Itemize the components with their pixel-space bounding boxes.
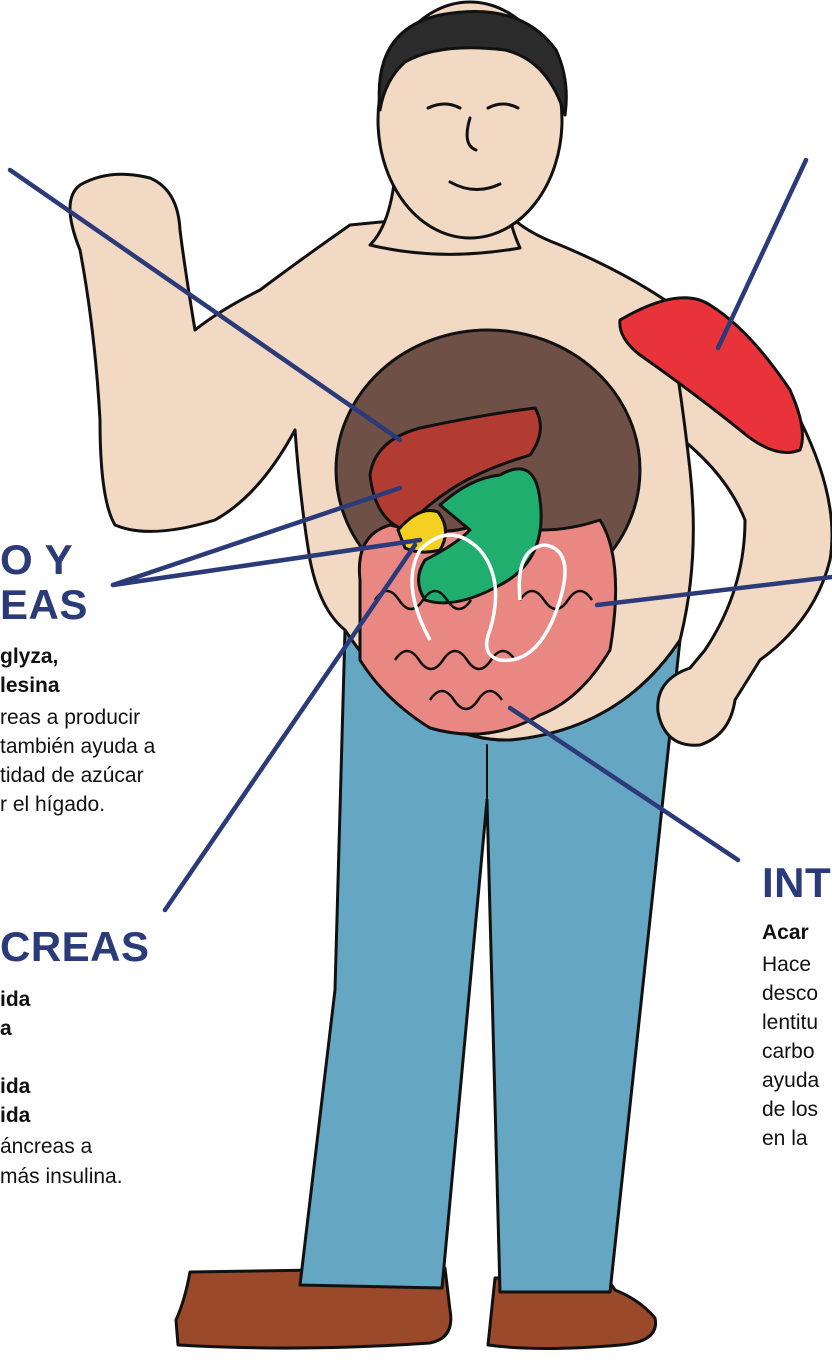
drug-name: Acar [762,918,809,947]
description-line: reas a producir [0,703,140,732]
description-line: más insulina. [0,1162,123,1191]
pointer-line-muscle [718,160,806,348]
description-line: ayuda [762,1066,819,1095]
drug-name: lesina [0,671,60,700]
description-line: también ayuda a [0,732,155,761]
drug-name: glyza, [0,642,58,671]
heading-liver-pancreas-line2: EAS [0,582,88,628]
description-line: r el hígado. [0,790,105,819]
description-line: desco [762,979,818,1008]
description-line: Hace [762,950,811,979]
description-line: áncreas a [0,1132,92,1161]
description-line: de los [762,1095,818,1124]
heading-liver-pancreas-line1: O Y [0,537,73,583]
description-line: carbo [762,1037,815,1066]
drug-name: a [0,1014,12,1043]
drug-name: ida [0,1101,30,1130]
description-line: tidad de azúcar [0,761,144,790]
drug-name: ida [0,1072,30,1101]
heading-pancreas: CREAS [0,924,150,970]
drug-name: ida [0,985,30,1014]
description-line: en la [762,1124,808,1153]
description-line: lentitu [762,1008,818,1037]
heading-intestine: INT [762,860,831,906]
